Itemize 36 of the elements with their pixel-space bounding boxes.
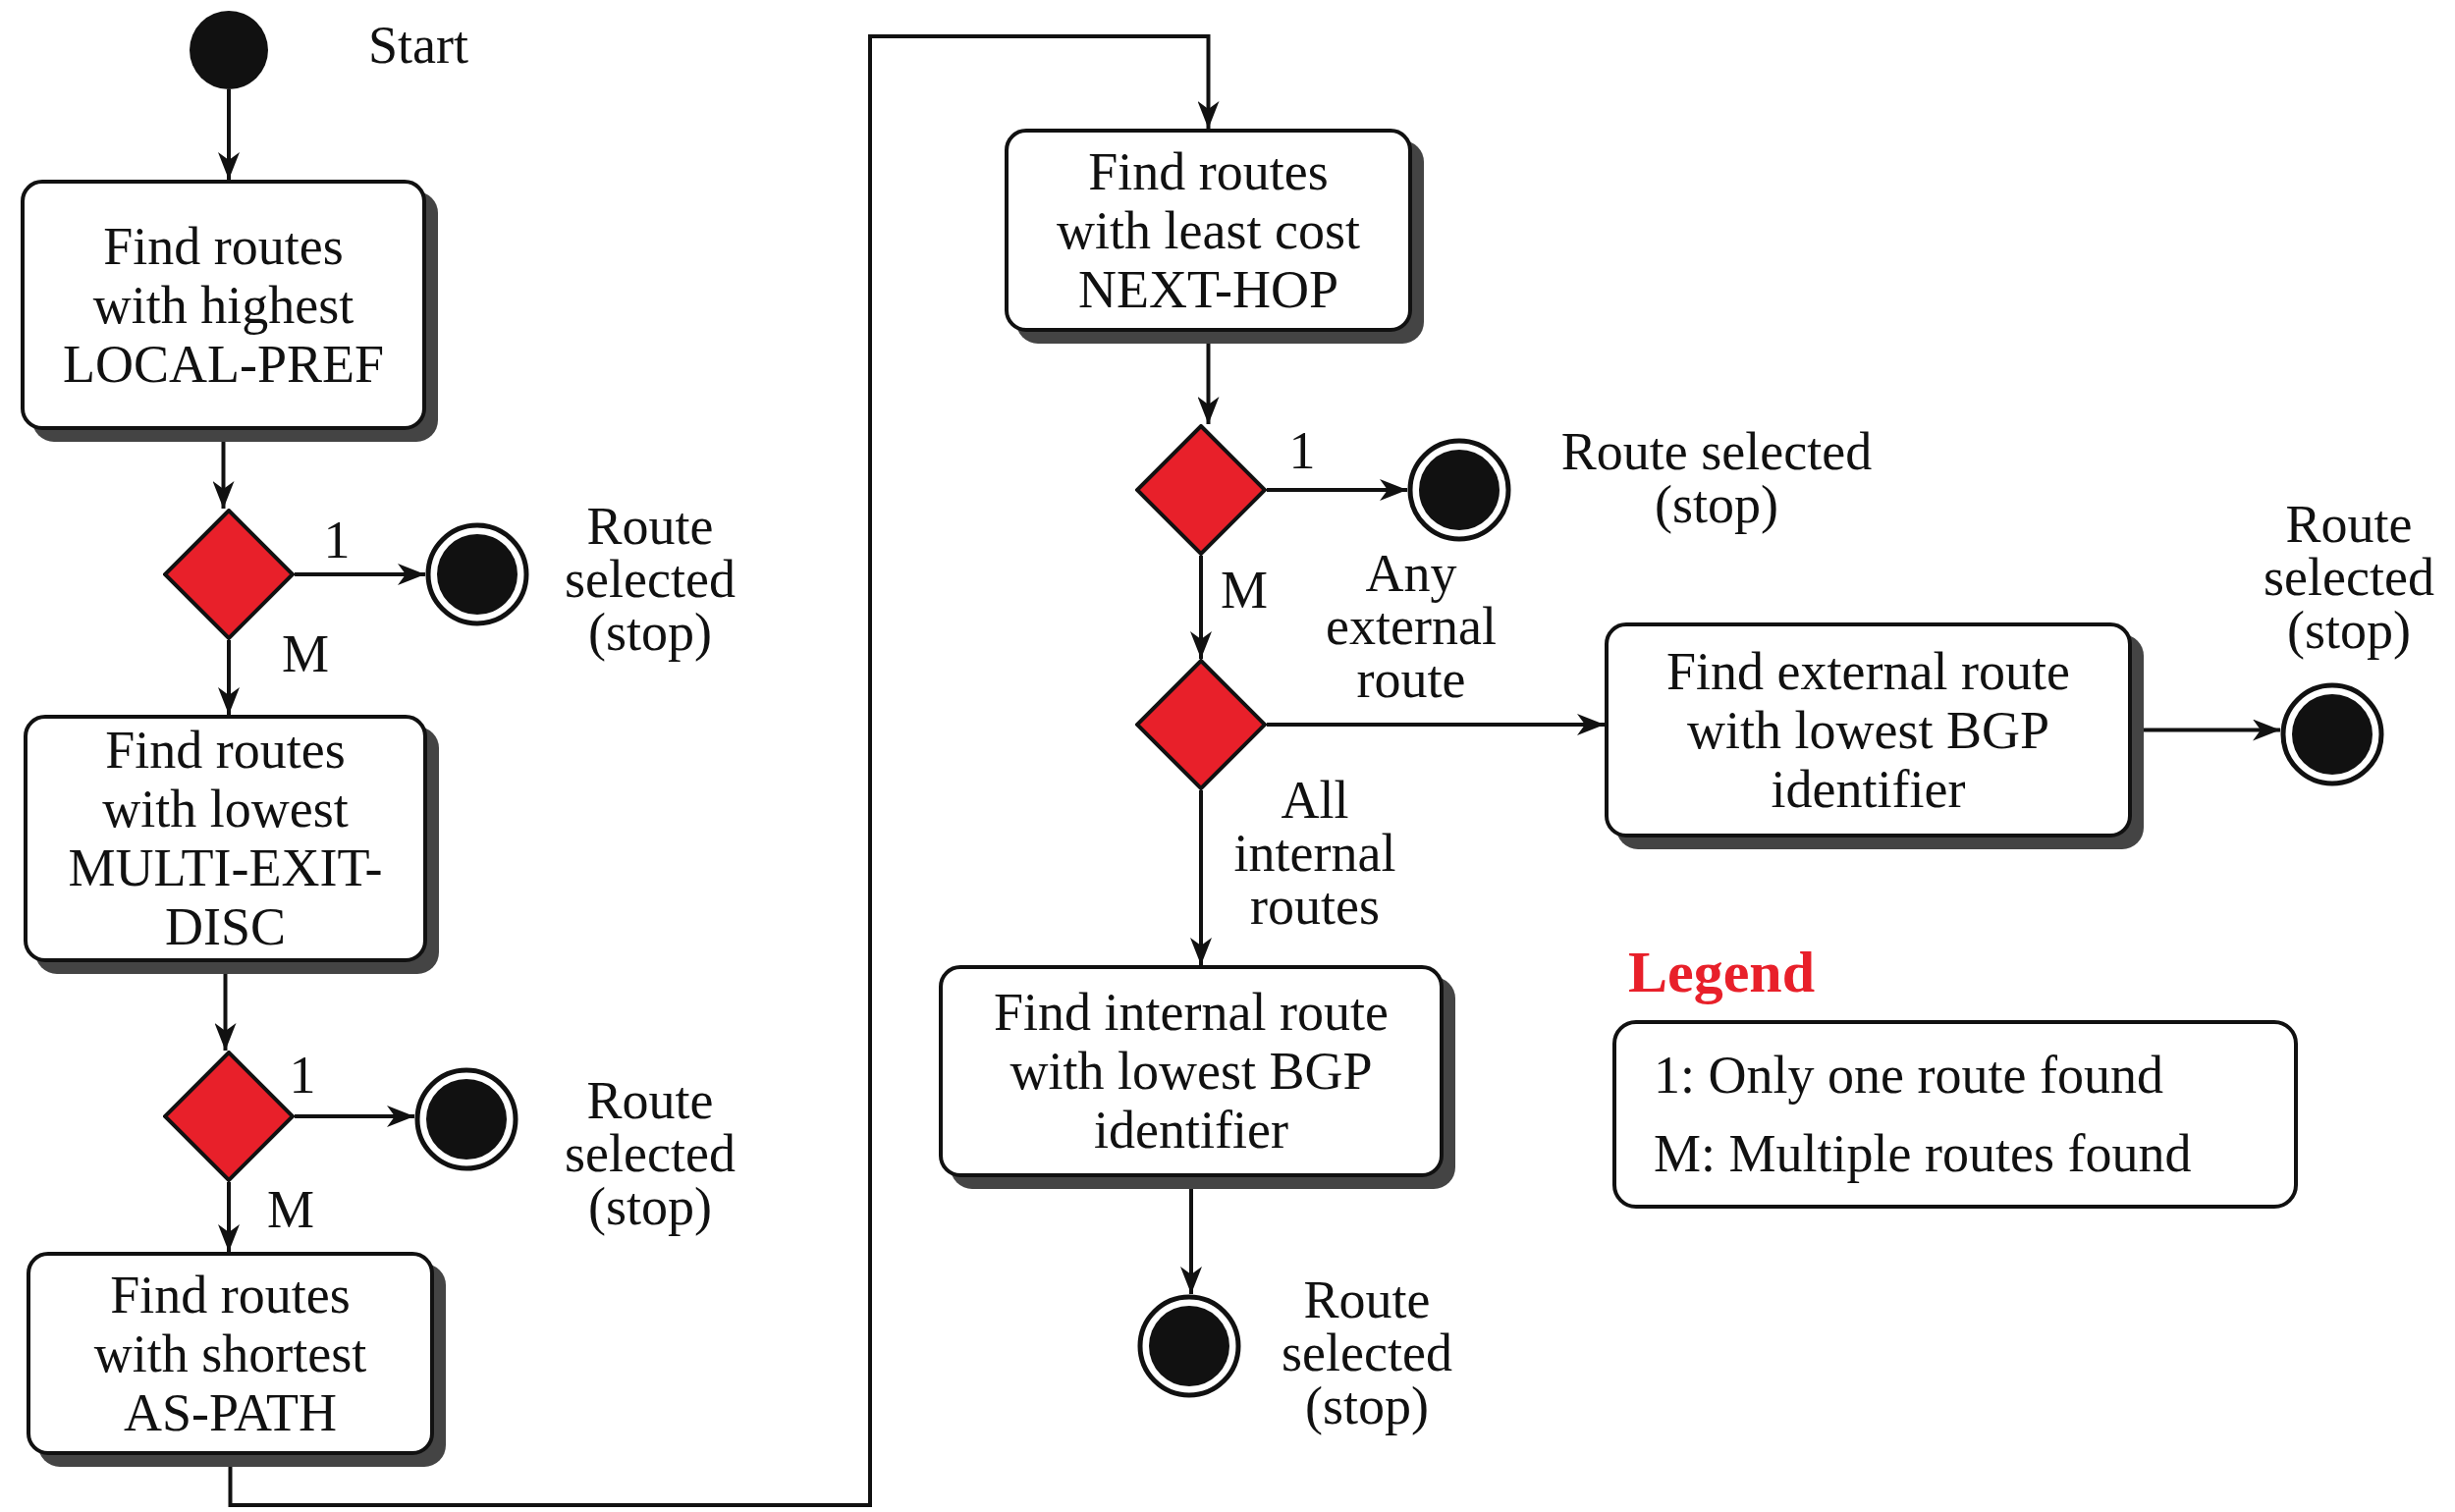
legend-text: M: Multiple routes found bbox=[1654, 1124, 2192, 1183]
arrow bbox=[218, 1182, 240, 1252]
edge-label: Any external route bbox=[1325, 547, 1498, 706]
arrow bbox=[218, 640, 240, 715]
end-node bbox=[1407, 438, 1511, 542]
box-text: Find routes with shortest AS-PATH bbox=[92, 1265, 368, 1442]
edge-label: 1 bbox=[1287, 424, 1317, 477]
box-text: Find external route with lowest BGP identifier bbox=[1665, 641, 2071, 819]
end-node bbox=[425, 522, 529, 626]
legend-text: 1: Only one route found bbox=[1654, 1046, 2163, 1105]
box-text: Find internal route with lowest BGP identifier bbox=[993, 983, 1390, 1160]
edge-label: 1 bbox=[288, 1049, 317, 1102]
arrow bbox=[1267, 479, 1407, 501]
arrow bbox=[1190, 790, 1212, 965]
edge-label: All internal routes bbox=[1232, 774, 1397, 933]
edge-label: M bbox=[1220, 564, 1269, 617]
edge-label: 1 bbox=[322, 513, 352, 567]
decision-diamond bbox=[1135, 424, 1267, 556]
arrow bbox=[1190, 556, 1212, 659]
end-node bbox=[2280, 682, 2384, 786]
start-node bbox=[190, 11, 268, 89]
decision-diamond bbox=[1135, 659, 1267, 790]
edge-label: M bbox=[281, 627, 330, 680]
start-label: Start bbox=[368, 19, 469, 72]
decision-diamond bbox=[163, 1051, 295, 1182]
box-text: Find routes with lowest MULTI-EXIT-DISC bbox=[67, 721, 384, 956]
end-node bbox=[414, 1067, 518, 1171]
arrow bbox=[228, 34, 1220, 1507]
box-text: Find routes with least cost NEXT-HOP bbox=[1056, 141, 1361, 319]
arrow bbox=[218, 89, 240, 180]
box-text: Find routes with highest LOCAL-PREF bbox=[61, 216, 385, 394]
arrow bbox=[1267, 714, 1605, 735]
end-node bbox=[1137, 1294, 1241, 1398]
arrow bbox=[295, 1106, 414, 1127]
arrow bbox=[295, 564, 425, 585]
edge-label: M bbox=[266, 1183, 315, 1236]
